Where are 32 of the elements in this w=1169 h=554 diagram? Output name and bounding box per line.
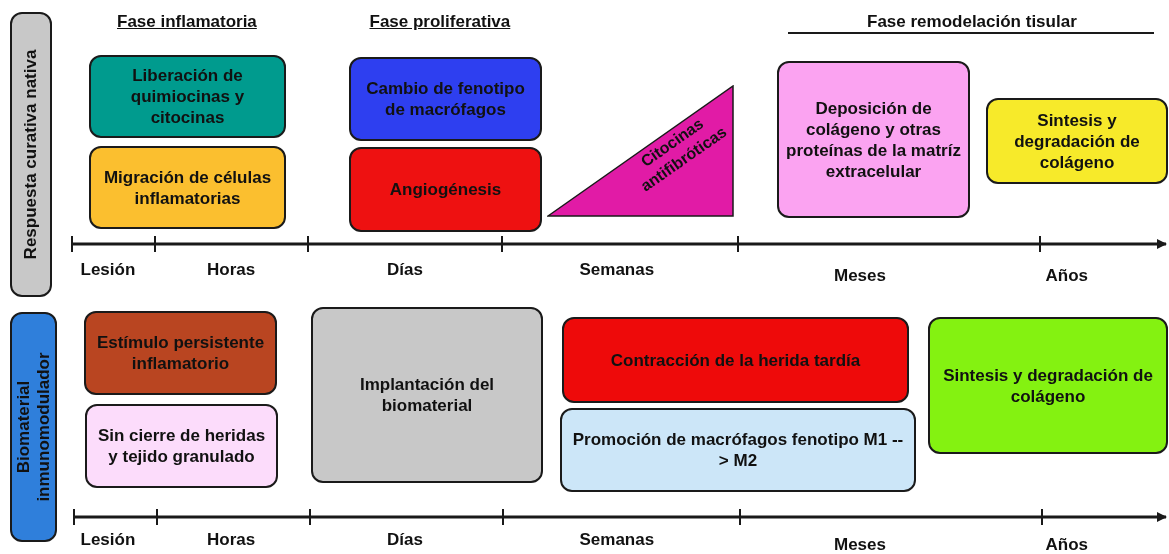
stage-box: Migración de células inflamatorias — [89, 146, 286, 229]
time-label: Semanas — [579, 530, 655, 550]
stage-box: Sin cierre de heridas y tejido granulado — [85, 404, 278, 488]
time-label: Semanas — [579, 260, 655, 280]
time-label: Años — [1045, 266, 1088, 286]
phase-heading: Fase proliferativa — [369, 12, 511, 32]
stage-box: Liberación de quimiocinas y citocinas — [89, 55, 286, 138]
time-label: Horas — [207, 530, 256, 550]
stage-box: Sintesis y degradación de colágeno — [986, 98, 1168, 184]
time-label: Horas — [207, 260, 256, 280]
stage-box: Implantación del biomaterial — [311, 307, 543, 483]
ramp-triangle — [547, 85, 734, 217]
stage-box: Promoción de macrófagos fenotipo M1 --> M2 — [560, 408, 916, 492]
time-label: Años — [1045, 535, 1088, 554]
time-label: Meses — [834, 535, 886, 554]
time-label: Lesión — [80, 260, 136, 280]
stage-box: Contracción de la herida tardía — [562, 317, 909, 403]
time-label: Meses — [834, 266, 886, 286]
stage-box: Estímulo persistente inflamatorio — [84, 311, 277, 395]
phase-heading: Fase remodelación tisular — [867, 12, 1077, 32]
phase-heading: Fase inflamatoria — [117, 12, 257, 32]
stage-box: Angiogénesis — [349, 147, 542, 232]
row-label-bar — [10, 12, 52, 297]
time-label: Días — [387, 530, 423, 550]
row-title: Biomaterial inmunomodulador — [13, 352, 54, 502]
stage-box: Sintesis y degradación de colágeno — [928, 317, 1168, 454]
time-label: Lesión — [80, 530, 136, 550]
row-title: Respuesta curativa nativa — [20, 49, 42, 260]
time-label: Días — [387, 260, 423, 280]
stage-box: Deposición de colágeno y otras proteínas de la matríz extracelular — [777, 61, 970, 218]
row-label-bar — [10, 312, 57, 542]
stage-box: Cambio de fenotipo de macrófagos — [349, 57, 542, 141]
